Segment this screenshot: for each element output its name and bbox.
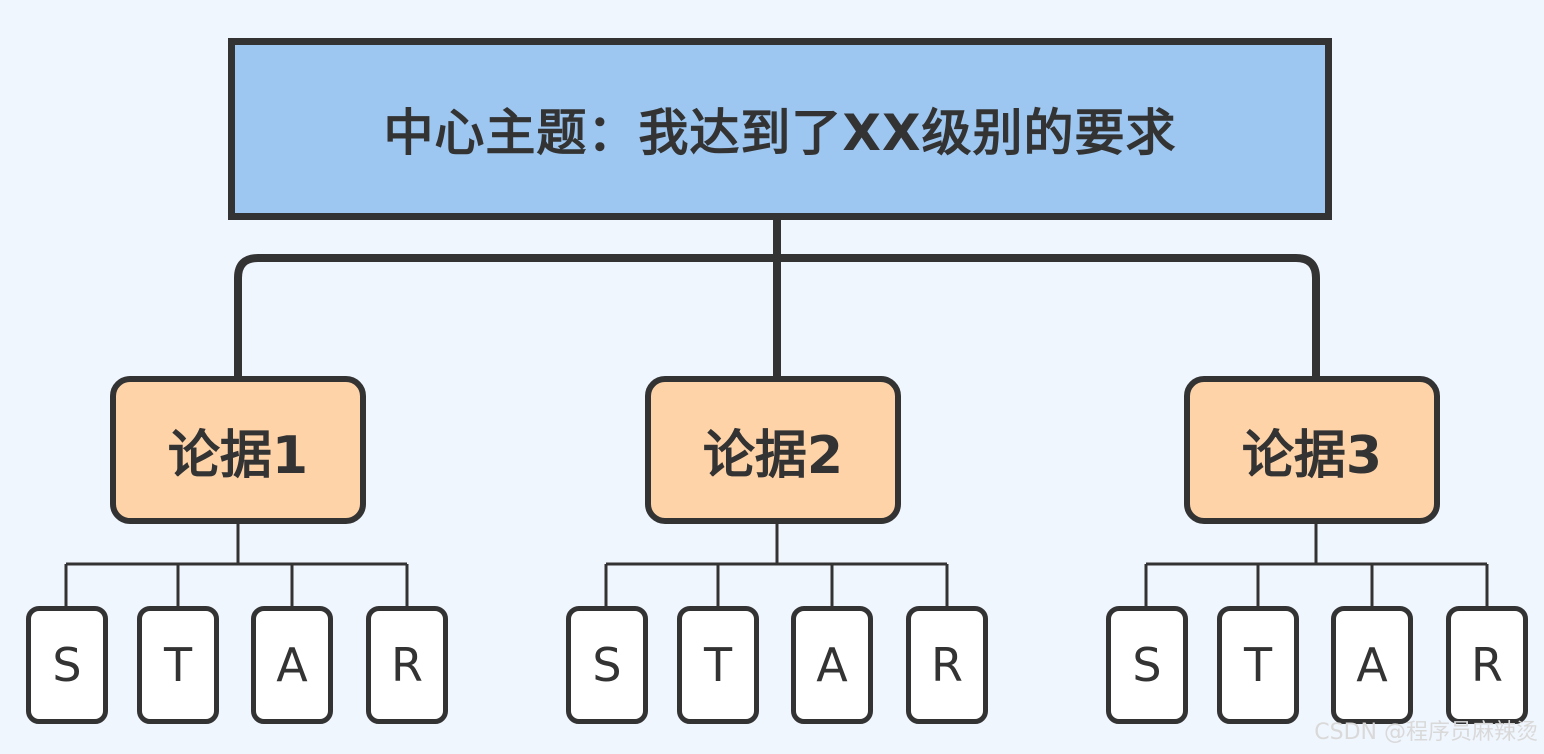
watermark: CSDN @程序员麻辣烫 bbox=[1314, 720, 1538, 745]
star-node-result[interactable]: R bbox=[1446, 606, 1528, 724]
star-label: T bbox=[163, 638, 193, 692]
argument-label: 论据1 bbox=[167, 425, 309, 486]
star-node-situation[interactable]: S bbox=[1106, 606, 1188, 724]
star-node-situation[interactable]: S bbox=[26, 606, 108, 724]
star-label: S bbox=[52, 638, 82, 692]
star-node-result[interactable]: R bbox=[366, 606, 448, 724]
star-label: S bbox=[1132, 638, 1162, 692]
argument-node-1[interactable]: 论据1 bbox=[110, 376, 366, 524]
connector-arg3-star bbox=[1144, 524, 1489, 606]
central-topic-label: 中心主题：我达到了XX级别的要求 bbox=[383, 104, 1177, 162]
star-label: A bbox=[276, 638, 308, 692]
star-node-situation[interactable]: S bbox=[566, 606, 648, 724]
star-node-action[interactable]: A bbox=[791, 606, 873, 724]
argument-label: 论据2 bbox=[702, 425, 844, 486]
star-label: S bbox=[592, 638, 622, 692]
argument-node-3[interactable]: 论据3 bbox=[1184, 376, 1440, 524]
connector-arg1-star bbox=[64, 524, 409, 606]
star-node-task[interactable]: T bbox=[1217, 606, 1299, 724]
argument-node-2[interactable]: 论据2 bbox=[645, 376, 901, 524]
star-node-task[interactable]: T bbox=[137, 606, 219, 724]
star-label: T bbox=[703, 638, 733, 692]
star-label: R bbox=[391, 638, 423, 692]
star-node-task[interactable]: T bbox=[677, 606, 759, 724]
star-label: R bbox=[931, 638, 963, 692]
central-topic-node[interactable]: 中心主题：我达到了XX级别的要求 bbox=[228, 38, 1332, 220]
star-node-action[interactable]: A bbox=[251, 606, 333, 724]
star-node-action[interactable]: A bbox=[1331, 606, 1413, 724]
star-label: T bbox=[1243, 638, 1273, 692]
star-node-result[interactable]: R bbox=[906, 606, 988, 724]
star-label: A bbox=[816, 638, 848, 692]
connector-arg2-star bbox=[604, 524, 949, 606]
connector-root-arg3 bbox=[777, 254, 1320, 378]
connector-root-arg1 bbox=[234, 220, 781, 378]
star-label: R bbox=[1471, 638, 1503, 692]
star-label: A bbox=[1356, 638, 1388, 692]
argument-label: 论据3 bbox=[1241, 425, 1383, 486]
